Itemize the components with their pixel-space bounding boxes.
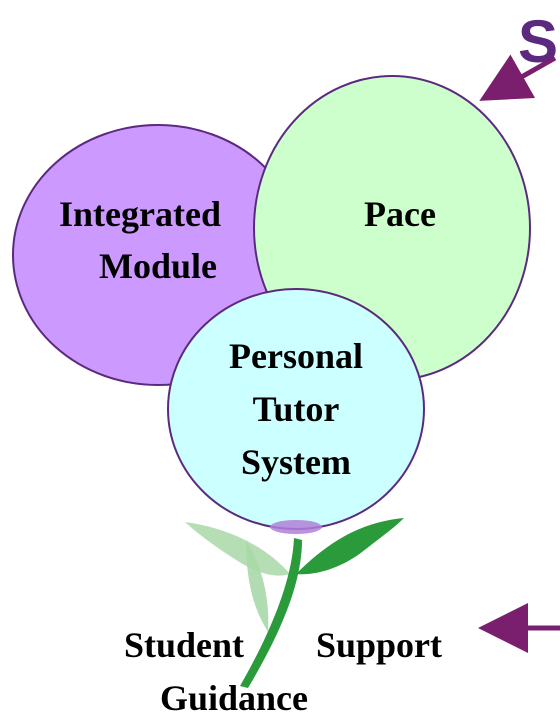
personal-tutor-label-line2: Tutor — [253, 389, 340, 429]
student-label: Student — [124, 625, 244, 665]
plant-stem-icon — [185, 518, 404, 688]
integrated-label-line2: Module — [99, 246, 217, 286]
guidance-label: Guidance — [160, 678, 308, 718]
support-label: Support — [316, 625, 442, 665]
integrated-label-line1: Integrated — [59, 194, 221, 234]
personal-tutor-label-line1: Personal — [229, 336, 363, 376]
pace-label: Pace — [364, 194, 436, 234]
top-arrow — [479, 54, 557, 101]
personal-tutor-label-line3: System — [241, 442, 351, 482]
